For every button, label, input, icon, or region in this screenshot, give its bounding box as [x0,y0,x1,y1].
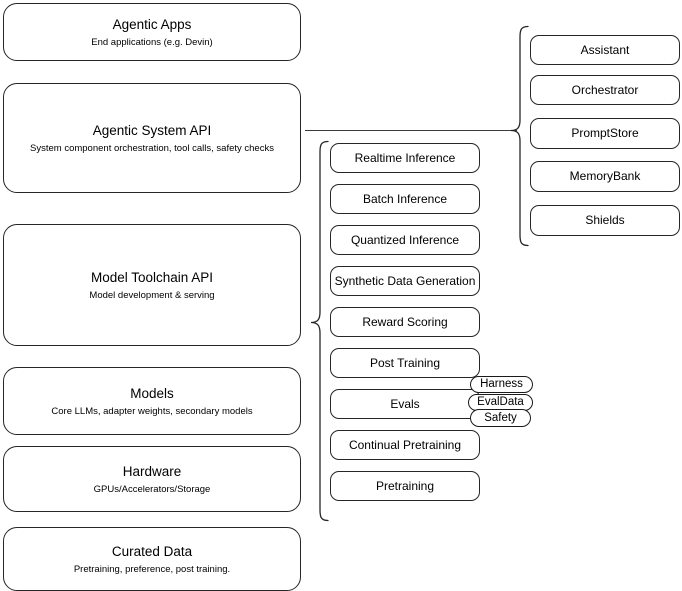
brace-agentic-system [505,25,529,247]
item-label: Evals [390,396,420,411]
stack-layer-curated-data[interactable]: Curated Data Pretraining, preference, po… [3,527,301,591]
layer-subtitle: Model development & serving [89,289,215,301]
item-label: Realtime Inference [354,150,456,165]
layer-subtitle: System component orchestration, tool cal… [30,142,274,154]
layer-subtitle: End applications (e.g. Devin) [91,36,213,48]
toolchain-item-synthetic-data-generation[interactable]: Synthetic Data Generation [330,266,480,296]
system-item-promptstore[interactable]: PromptStore [530,118,680,149]
eval-badge-harness[interactable]: Harness [470,376,533,393]
layer-subtitle: Core LLMs, adapter weights, secondary mo… [51,405,253,417]
system-item-memorybank[interactable]: MemoryBank [530,161,680,192]
item-label: Quantized Inference [350,232,460,247]
item-label: PromptStore [571,126,639,140]
item-label: Continual Pretraining [348,437,462,452]
layer-title: Models [130,385,174,401]
toolchain-item-post-training[interactable]: Post Training [330,348,480,378]
stack-layer-agentic-apps[interactable]: Agentic Apps End applications (e.g. Devi… [3,3,301,61]
item-label: Pretraining [375,478,435,493]
eval-badge-safety[interactable]: Safety [470,409,531,427]
stack-layer-models[interactable]: Models Core LLMs, adapter weights, secon… [3,367,301,435]
badge-label: Safety [484,411,517,424]
system-item-orchestrator[interactable]: Orchestrator [530,75,680,105]
toolchain-item-continual-pretraining[interactable]: Continual Pretraining [330,430,480,460]
layer-title: Curated Data [111,543,193,559]
badge-label: EvalData [477,396,524,408]
brace-model-toolchain [305,140,329,522]
layer-title: Agentic Apps [112,16,192,32]
toolchain-item-batch-inference[interactable]: Batch Inference [330,184,480,214]
item-label: Post Training [369,355,441,370]
system-item-assistant[interactable]: Assistant [530,35,680,65]
connector-system-api-to-components [305,130,517,132]
stack-layer-model-toolchain-api[interactable]: Model Toolchain API Model development & … [3,224,301,346]
stack-layer-agentic-system-api[interactable]: Agentic System API System component orch… [3,83,301,193]
toolchain-item-quantized-inference[interactable]: Quantized Inference [330,225,480,255]
layer-subtitle: GPUs/Accelerators/Storage [93,483,211,495]
item-label: Reward Scoring [362,314,448,329]
toolchain-item-pretraining[interactable]: Pretraining [330,471,480,501]
item-label: Synthetic Data Generation [334,273,476,288]
toolchain-item-evals[interactable]: Evals [330,389,480,419]
item-label: Assistant [580,42,630,57]
layer-subtitle: Pretraining, preference, post training. [73,563,231,575]
toolchain-item-reward-scoring[interactable]: Reward Scoring [330,307,480,337]
layer-title: Hardware [122,463,182,479]
item-label: MemoryBank [569,169,641,183]
badge-label: Harness [480,378,523,390]
item-label: Batch Inference [362,191,448,206]
item-label: Orchestrator [571,82,639,97]
stack-layer-hardware[interactable]: Hardware GPUs/Accelerators/Storage [3,446,301,512]
layer-title: Model Toolchain API [90,269,214,285]
system-item-shields[interactable]: Shields [530,205,680,236]
layer-title: Agentic System API [92,122,212,138]
item-label: Shields [585,213,625,227]
toolchain-item-realtime-inference[interactable]: Realtime Inference [330,143,480,173]
